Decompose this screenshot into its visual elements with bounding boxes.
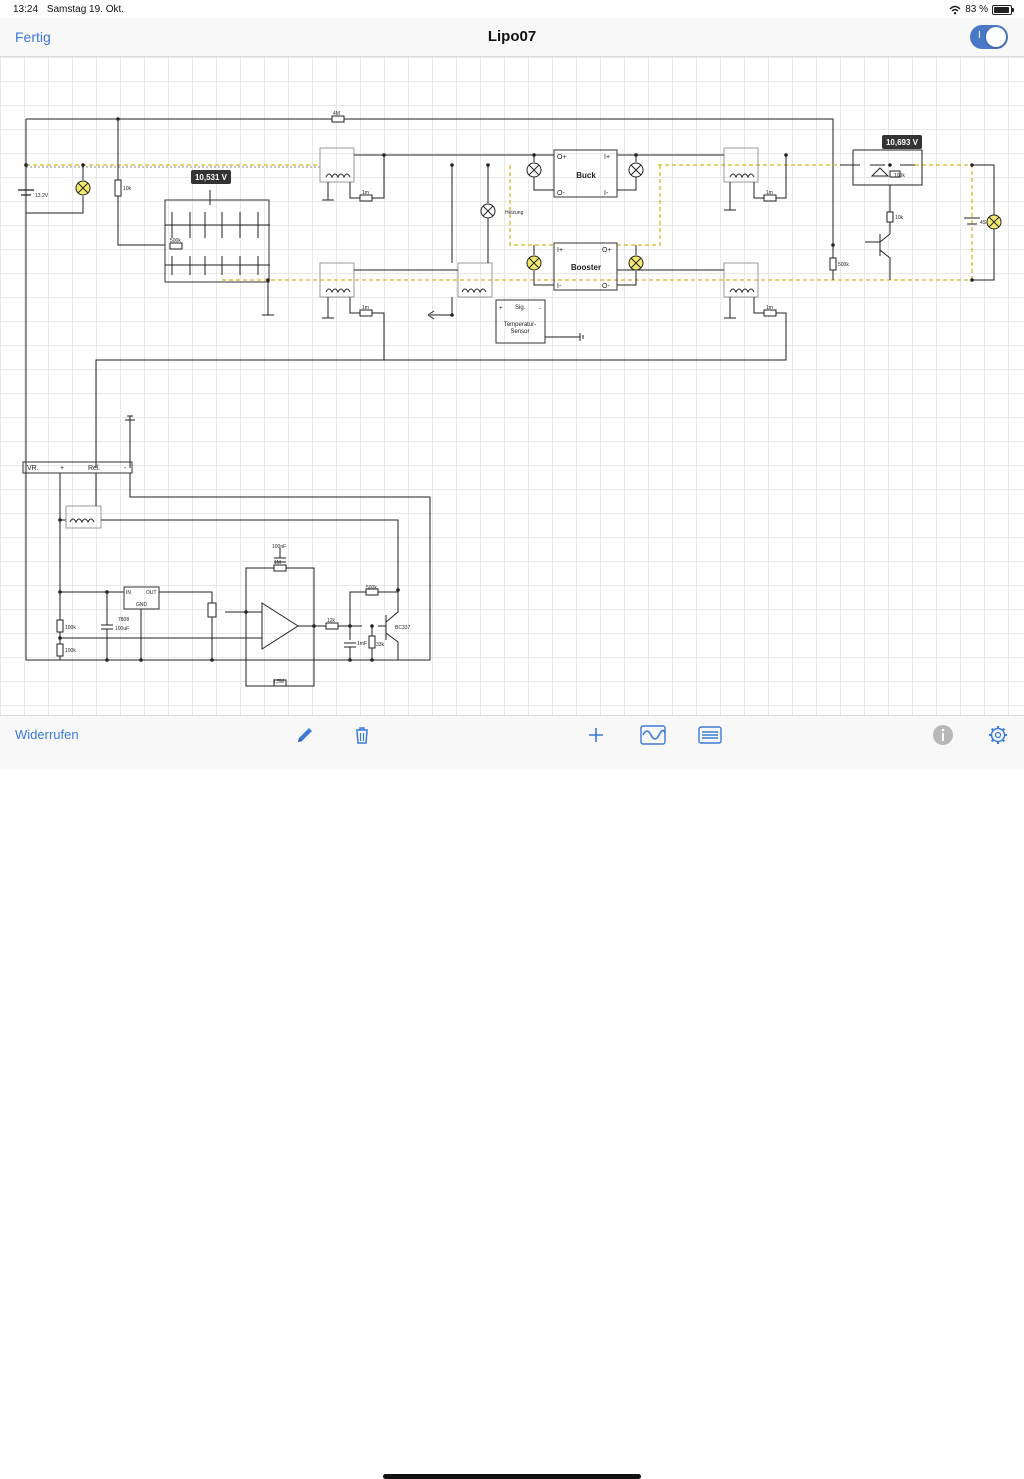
- status-left: 13:24 Samstag 19. Okt.: [13, 4, 130, 15]
- voltage-readout-left: [191, 170, 231, 184]
- booster-o-minus: O-: [602, 283, 610, 290]
- res-100k-label: 100k: [65, 648, 76, 654]
- temp-sensor-line2: Sensor: [510, 329, 529, 335]
- battery-left-label: 13.2V: [35, 193, 49, 199]
- res-33k-label: 33k: [376, 642, 385, 648]
- buck-o-plus: O+: [557, 154, 567, 161]
- res-100k-label: 100k: [65, 625, 76, 631]
- lamp-icon: [526, 162, 542, 178]
- heating-label: Heizung: [505, 210, 524, 216]
- plus-icon[interactable]: [585, 724, 607, 746]
- buck-i-plus: I+: [604, 154, 610, 161]
- voltage-readout-right: [882, 135, 922, 149]
- res-1m-label: 1m: [362, 190, 369, 196]
- booster-o-plus: O+: [602, 247, 612, 254]
- toggle-knob: [986, 27, 1006, 47]
- voltage-readout-left-text: 10,531 V: [195, 173, 228, 182]
- lamp-icon: [628, 162, 644, 178]
- res-1m-label: 1m: [362, 305, 369, 311]
- cap-100nf-label: 100nF: [272, 544, 286, 550]
- res-1-5m-label: 1,5M: [273, 679, 284, 685]
- res-1m-label: 1M: [274, 560, 281, 566]
- info-icon[interactable]: [932, 724, 954, 746]
- res-500k-label: 500k: [838, 262, 849, 268]
- battery-icon: [992, 4, 1014, 15]
- buck-label: Buck: [576, 171, 596, 180]
- status-time: 13:24: [13, 4, 39, 15]
- res-100k-label: 100k: [894, 173, 905, 179]
- trash-icon[interactable]: [351, 724, 373, 746]
- page-title: Lipo07: [487, 28, 537, 45]
- res-500k-label: 500k: [170, 238, 181, 244]
- list-icon[interactable]: [698, 724, 722, 746]
- toggle-label: I: [978, 30, 981, 41]
- transistor-label: BC337: [395, 625, 411, 631]
- circuit-diagram[interactable]: 10,531 V 10,693 V Buck Booster O+ I+ O- …: [0, 57, 1024, 715]
- voltage-readout-right-text: 10,693 V: [886, 138, 919, 147]
- connector-minus: -: [124, 465, 127, 472]
- battery-right-label: 4S: [980, 220, 987, 226]
- temp-sensor-minus: -: [539, 306, 541, 312]
- booster-i-plus: I+: [557, 247, 563, 254]
- lamp-icon: [628, 255, 644, 271]
- lamp-icon: [986, 214, 1002, 230]
- buck-o-minus: O-: [557, 190, 565, 197]
- res-12k-label: 12k: [327, 618, 336, 624]
- cap-1mf-label: 1mF: [357, 641, 367, 647]
- status-bar: 13:24 Samstag 19. Okt. 83 %: [0, 0, 1024, 18]
- buck-i-minus: I-: [604, 190, 609, 197]
- res-1m-label: 1m: [766, 305, 773, 311]
- reg-gnd-label: GND: [136, 602, 148, 608]
- booster-i-minus: I-: [557, 283, 562, 290]
- battery-percent: 83 %: [965, 4, 988, 15]
- nav-bar: Fertig Lipo07 I: [0, 18, 1024, 57]
- booster-label: Booster: [571, 263, 601, 272]
- res-500k-label: 500k: [366, 585, 377, 591]
- wave-icon[interactable]: [640, 724, 666, 746]
- gear-icon[interactable]: [987, 724, 1009, 746]
- connector-rel: Rel.: [88, 465, 101, 472]
- temp-sensor-plus: +: [499, 306, 503, 312]
- reg-out-label: OUT: [146, 590, 157, 596]
- undo-button[interactable]: Widerrufen: [15, 727, 79, 742]
- lamp-icon: [480, 203, 496, 219]
- res-4m-label: 4M: [333, 111, 340, 117]
- schematic-canvas[interactable]: 10,531 V 10,693 V Buck Booster O+ I+ O- …: [0, 57, 1024, 715]
- res-10k-label: 10k: [895, 215, 904, 221]
- done-button[interactable]: Fertig: [15, 29, 51, 45]
- wifi-icon: [949, 5, 961, 14]
- cap-100uf-label: 100uF: [115, 626, 129, 632]
- bottom-toolbar: Widerrufen: [0, 715, 1024, 1479]
- status-right: 83 %: [949, 4, 1014, 15]
- temp-sensor-line1: Temperatur-: [504, 322, 536, 328]
- lamp-icon: [526, 255, 542, 271]
- pencil-icon[interactable]: [294, 724, 316, 746]
- home-indicator: [383, 1474, 641, 1479]
- reg-7808-label: 7808: [118, 617, 129, 623]
- connector-vr: VR.: [27, 465, 39, 472]
- res-10k-label: 10k: [123, 186, 132, 192]
- status-date: Samstag 19. Okt.: [46, 4, 125, 15]
- temp-sensor-sig: Sig.: [515, 305, 526, 311]
- mode-toggle[interactable]: I: [970, 25, 1008, 49]
- lamp-icon: [75, 180, 91, 196]
- connector-plus: +: [60, 465, 64, 472]
- res-1m-label: 1m: [766, 190, 773, 196]
- reg-in-label: IN: [126, 590, 131, 596]
